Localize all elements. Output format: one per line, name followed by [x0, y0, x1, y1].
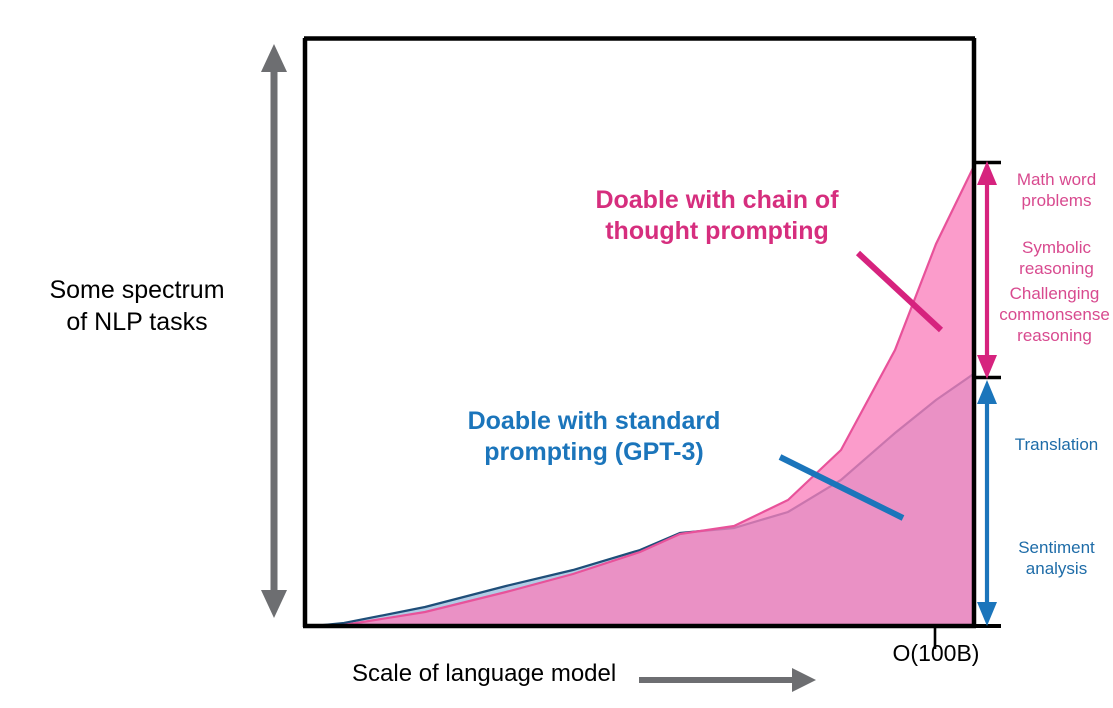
chain-of-thought-area — [304, 163, 975, 627]
task-label-challenging-commonsense-reasoning-line1: Challenging — [1009, 284, 1100, 303]
standard-prompting-callout-line2: prompting (GPT-3) — [484, 438, 704, 466]
chain-of-thought-callout-line2: thought prompting — [605, 217, 829, 245]
chain-of-thought-callout-line1: Doable with chain of — [595, 186, 839, 214]
task-label-sentiment-analysis: Sentiment analysis — [1000, 537, 1113, 579]
task-label-translation: Translation — [1000, 434, 1113, 455]
standard-prompting-bracket-arrow — [977, 380, 997, 626]
x-scale-arrow — [639, 668, 816, 692]
task-label-math-word-problems: Math word problems — [1000, 169, 1113, 211]
y-spectrum-arrow — [261, 44, 287, 618]
task-label-symbolic-reasoning: Symbolic reasoning — [1000, 237, 1113, 279]
x-axis-label-text: Scale of language model — [352, 660, 617, 687]
x-tick-label-o100b: O(100B) — [892, 640, 980, 666]
chain-of-thought-callout: Doable with chain of thought prompting — [552, 185, 882, 247]
plot-frame — [302, 36, 977, 629]
task-label-sentiment-analysis-line1: Sentiment — [1018, 538, 1095, 557]
task-label-symbolic-reasoning-line2: reasoning — [1019, 259, 1094, 278]
standard-prompting-callout: Doable with standard prompting (GPT-3) — [420, 406, 768, 468]
standard-prompting-callout-line1: Doable with standard — [467, 407, 721, 435]
task-label-math-word-problems-line2: problems — [1021, 191, 1092, 210]
task-label-translation-line1: Translation — [1014, 435, 1099, 454]
task-label-math-word-problems-line1: Math word — [1016, 170, 1097, 189]
task-label-sentiment-analysis-line2: analysis — [1025, 559, 1088, 578]
x-axis-label: Scale of language model — [352, 660, 616, 688]
y-axis-label: Some spectrum of NLP tasks — [8, 274, 266, 338]
chain-of-thought-leader-line — [855, 250, 944, 333]
chain-of-thought-bracket-arrow — [977, 161, 997, 379]
y-axis-label-line1: Some spectrum — [49, 276, 225, 304]
y-axis-label-line2: of NLP tasks — [66, 308, 208, 336]
standard-prompting-leader-line — [778, 454, 905, 521]
task-label-challenging-commonsense-reasoning: Challenging commonsense reasoning — [996, 283, 1113, 346]
task-label-symbolic-reasoning-line1: Symbolic — [1022, 238, 1091, 257]
task-label-challenging-commonsense-reasoning-line2: commonsense — [999, 305, 1110, 324]
task-label-challenging-commonsense-reasoning-line3: reasoning — [1017, 326, 1092, 345]
